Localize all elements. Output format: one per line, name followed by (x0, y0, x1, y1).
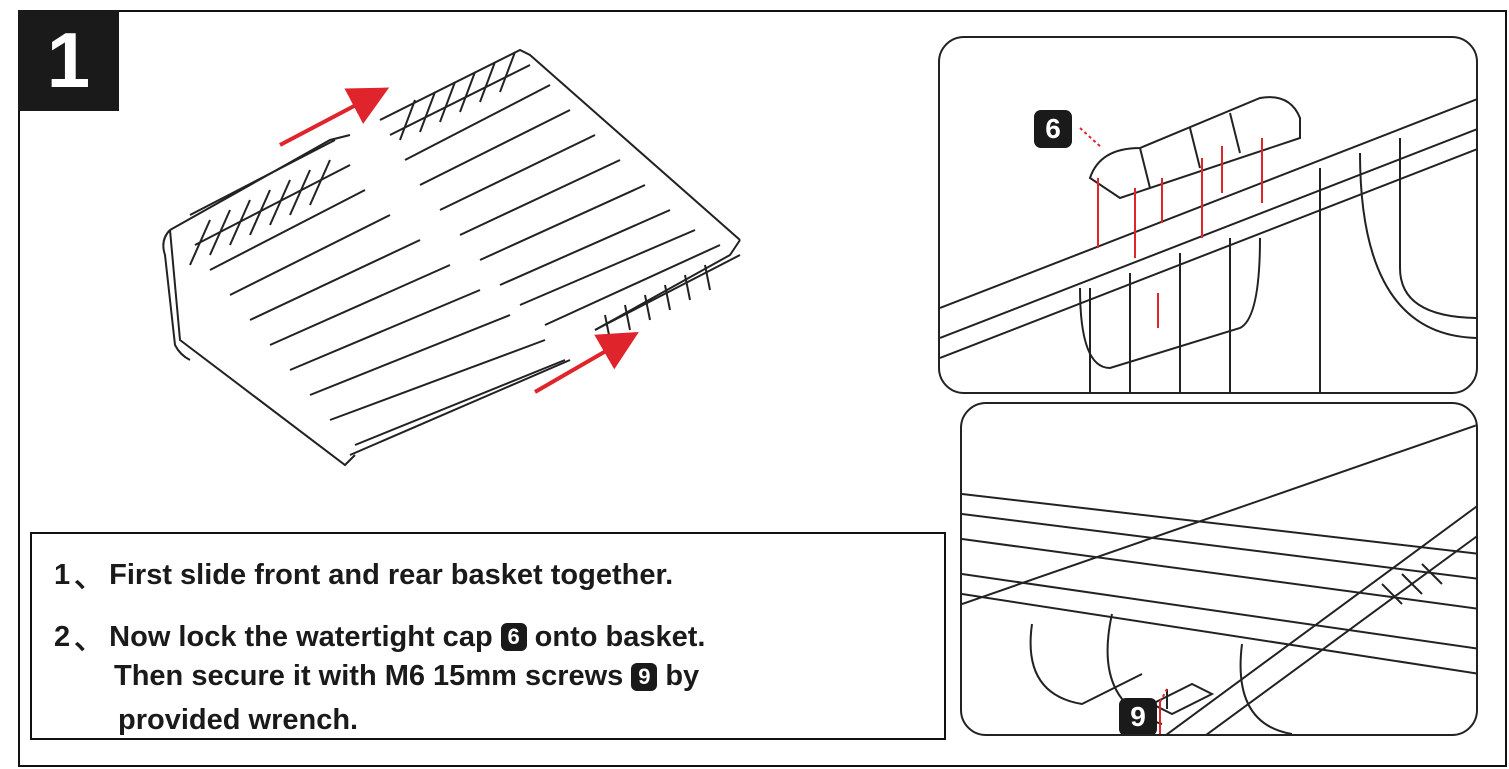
instruction-line-1: 1 、 First slide front and rear basket to… (54, 554, 673, 596)
screw-callout: 9 (1119, 698, 1157, 734)
instruction-line-4: provided wrench. (118, 704, 358, 737)
instruction-text-4: provided wrench. (118, 704, 359, 736)
cap-part-badge: 6 (500, 623, 527, 651)
cap-callout: 6 (1034, 110, 1072, 148)
cap-detail-view: 6 (938, 36, 1478, 394)
screw-callout-label: 9 (1130, 701, 1146, 732)
instruction-line-3: Then secure it with M6 15mm screws 9 by (114, 660, 699, 693)
instruction-text-3b: by (665, 660, 700, 692)
cap-detail-illustration (940, 96, 1476, 392)
screw-detail-illustration (962, 424, 1476, 734)
step-number: 1 (46, 16, 91, 104)
screw-part-badge: 9 (631, 662, 658, 691)
cap-callout-label: 6 (1045, 113, 1061, 144)
basket-assembly-illustration (162, 48, 741, 467)
instruction-separator-1: 、 (74, 562, 104, 594)
instruction-text-2b: onto basket. (534, 620, 706, 653)
instruction-text-2a: Now lock the watertight cap (109, 620, 493, 653)
screw-detail-view: 9 (960, 402, 1478, 736)
instruction-separator-2: 、 (74, 624, 104, 656)
step-number-badge: 1 (18, 10, 119, 111)
instruction-text-1: First slide front and rear basket togeth… (109, 558, 674, 591)
instruction-number-1: 1 (54, 558, 71, 591)
instruction-text-3a: Then secure it with M6 15mm screws (114, 660, 624, 692)
instructions-box: 1 、 First slide front and rear basket to… (30, 532, 946, 740)
page-frame (18, 10, 1507, 767)
instruction-line-2: 2 、 Now lock the watertight cap 6 onto b… (54, 616, 705, 658)
instruction-number-2: 2 (54, 620, 71, 653)
